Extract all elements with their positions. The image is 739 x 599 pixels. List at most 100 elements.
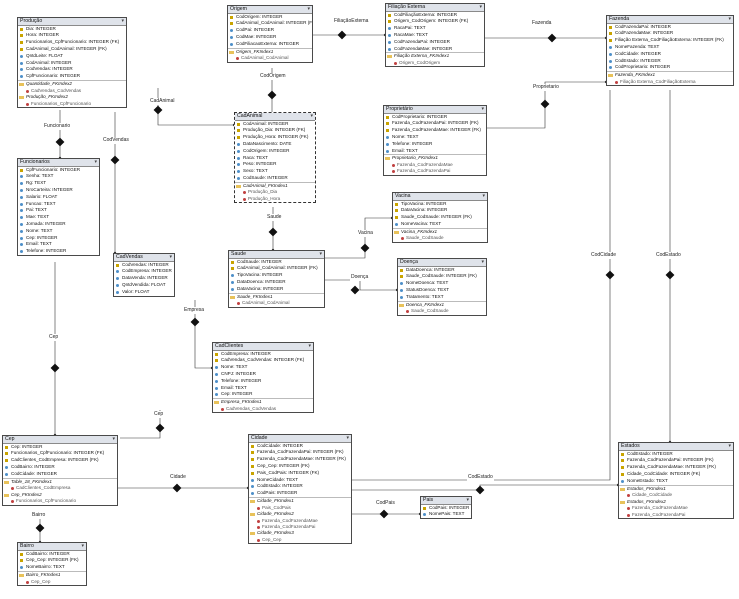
- field-text: CodEmpresa: INTEGER: [122, 268, 172, 274]
- field-text: Pai: TEXT: [26, 207, 47, 213]
- column-icon: [237, 170, 240, 174]
- rel-label-saude: Saude: [266, 214, 283, 221]
- key-icon: [395, 209, 398, 213]
- field-text: Funcao: TEXT: [26, 200, 56, 206]
- entity-filiacao-externa[interactable]: Filiação Externa▾CodFiliaçãoExterna: INT…: [385, 3, 485, 68]
- index-column-text: Fazenda_CodFazendaPai: [397, 168, 451, 174]
- field-row: DataNascimento: DATE: [235, 141, 315, 148]
- entity-title-text: Saude: [231, 251, 247, 257]
- collapse-toggle-icon[interactable]: ▾: [728, 443, 731, 449]
- column-icon: [386, 142, 389, 146]
- entity-title: Cidade▾: [249, 435, 351, 443]
- column-icon: [251, 478, 254, 482]
- index-name-text: Fazenda_FKIndex1: [615, 72, 656, 78]
- key-icon: [5, 445, 8, 449]
- index-column-icon: [406, 310, 409, 314]
- column-icon: [116, 277, 119, 281]
- index-name-text: Produção_FKIndex2: [26, 93, 68, 99]
- index-column-icon: [615, 80, 618, 84]
- entity-title: Pais▾: [421, 497, 471, 505]
- field-text: Fazenda_CodFazendaPai: INTEGER (FK): [627, 457, 714, 463]
- key-icon: [251, 471, 254, 475]
- collapse-toggle-icon[interactable]: ▾: [308, 343, 311, 349]
- field-row: CodFazendaPai: INTEGER: [607, 24, 733, 31]
- field-text: Dia: INTEGER: [26, 25, 56, 31]
- field-row: CNPJ: INTEGER: [213, 371, 313, 378]
- field-row: Tratamento: TEXT: [398, 294, 486, 301]
- collapse-toggle-icon[interactable]: ▾: [310, 113, 313, 119]
- collapse-toggle-icon[interactable]: ▾: [346, 435, 349, 441]
- field-text: CpfFuncionario: INTEGER: [26, 73, 81, 79]
- column-icon: [5, 465, 8, 469]
- index-column-icon: [11, 500, 14, 504]
- key-icon: [237, 136, 240, 140]
- field-text: Tratamento: TEXT: [406, 293, 444, 299]
- index-folder-icon: [250, 499, 255, 503]
- column-icon: [230, 35, 233, 39]
- index-column: CadAnimal_CodAnimal: [228, 55, 312, 61]
- collapse-toggle-icon[interactable]: ▾: [121, 18, 124, 24]
- field-text: NomePais: TEXT: [429, 511, 465, 517]
- rel-label-codvendas: CodVendas: [102, 137, 130, 144]
- index-name: Origem_FKIndex1: [228, 49, 312, 56]
- index-column-icon: [11, 487, 14, 491]
- field-row: CodSaude: INTEGER: [235, 175, 315, 182]
- collapse-toggle-icon[interactable]: ▾: [466, 497, 469, 503]
- column-icon: [388, 47, 391, 51]
- collapse-toggle-icon[interactable]: ▾: [169, 254, 172, 260]
- collapse-toggle-icon[interactable]: ▾: [112, 436, 115, 442]
- field-row: CodPais: INTEGER: [249, 490, 351, 497]
- field-text: CodBairro: INTEGER: [11, 463, 55, 469]
- index-column-text: CadClientes_CodEmpresa: [16, 485, 71, 491]
- key-icon: [20, 559, 23, 563]
- field-row: CodFazendaMae: INTEGER: [607, 30, 733, 37]
- field-row: Pais_CodPais: INTEGER (FK): [249, 470, 351, 477]
- field-text: Cep: INTEGER: [26, 234, 58, 240]
- field-row: Rg: TEXT: [18, 180, 99, 187]
- key-icon: [20, 41, 23, 45]
- field-row: CodBairro: INTEGER: [18, 551, 86, 558]
- collapse-toggle-icon[interactable]: ▾: [94, 159, 97, 165]
- index-column-text: Produção_Dia: [248, 189, 278, 195]
- column-icon: [20, 75, 23, 79]
- field-text: CadAnimal_CodAnimal: INTEGER (FK): [26, 45, 107, 51]
- field-text: Email: TEXT: [26, 241, 52, 247]
- collapse-toggle-icon[interactable]: ▾: [482, 193, 485, 199]
- collapse-toggle-icon[interactable]: ▾: [307, 6, 310, 12]
- field-text: CodBairro: INTEGER: [26, 550, 70, 556]
- collapse-toggle-icon[interactable]: ▾: [481, 259, 484, 265]
- entity-title-text: Doença: [400, 259, 418, 265]
- field-text: Cep: INTEGER: [221, 391, 253, 397]
- collapse-toggle-icon[interactable]: ▾: [319, 251, 322, 257]
- field-text: NomeEstado: TEXT: [627, 477, 668, 483]
- index-folder-icon: [19, 95, 24, 99]
- collapse-toggle-icon[interactable]: ▾: [479, 4, 482, 10]
- column-icon: [231, 280, 234, 284]
- index-column: Filiação Externa_CodFiliaçãoExterna: [607, 79, 733, 85]
- index-name-text: Vacina_FKIndex1: [401, 228, 438, 234]
- column-icon: [609, 45, 612, 49]
- column-icon: [20, 68, 23, 72]
- collapse-toggle-icon[interactable]: ▾: [81, 543, 84, 549]
- column-icon: [388, 33, 391, 37]
- index-name: Estados_FKIndex2: [619, 499, 733, 506]
- collapse-toggle-icon[interactable]: ▾: [481, 106, 484, 112]
- collapse-toggle-icon[interactable]: ▾: [728, 16, 731, 22]
